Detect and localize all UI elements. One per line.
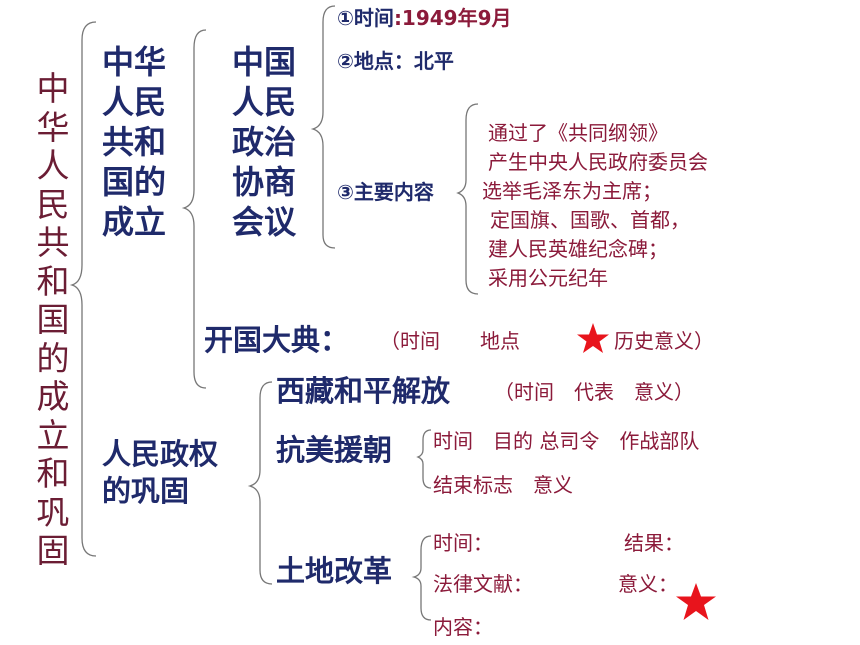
star-icon — [577, 323, 609, 353]
vertical-title-char: 固 — [36, 531, 70, 570]
vertical-title-char: 华 — [36, 107, 70, 147]
content-item-1: 通过了《共同纲领》 — [488, 121, 668, 145]
ceremony-details-left: （时间 地点 — [380, 329, 520, 353]
tibet-heading: 西藏和平解放 — [276, 374, 451, 408]
land-law: 法律文献： — [433, 572, 533, 596]
vertical-title-char: 巩 — [36, 492, 70, 532]
content-item-2: 产生中央人民政府委员会 — [488, 150, 708, 174]
vertical-title-char: 中 — [36, 69, 70, 108]
content-item-5: 建人民英雄纪念碑； — [488, 237, 668, 261]
vertical-title-char: 民 — [36, 184, 70, 224]
cppcc-time: ①时间:1949年9月 — [337, 6, 512, 30]
vertical-title-char: 国 — [36, 300, 70, 339]
cppcc-content-label: ③主要内容 — [337, 180, 434, 204]
content-item-3: 选举毛泽东为主席； — [482, 179, 662, 203]
vertical-title-char: 和 — [36, 454, 70, 493]
star-icon — [676, 583, 716, 620]
consolidation-heading: 人民政权的巩固 — [102, 437, 219, 508]
vertical-title-char: 人 — [36, 146, 70, 185]
vertical-title-char: 的 — [36, 338, 70, 378]
land-content: 内容： — [433, 615, 493, 639]
land-time: 时间： — [433, 531, 493, 555]
vertical-title: 中华人民共和国的成立和巩固 — [33, 69, 73, 571]
vertical-title-char: 立 — [36, 415, 70, 455]
ceremony-details-right: 历史意义） — [614, 329, 714, 353]
vertical-title-char: 共 — [36, 223, 70, 262]
korea-line-2: 结束标志 意义 — [433, 473, 573, 497]
tibet-details: （时间 代表 意义） — [494, 380, 694, 404]
cppcc-place: ②地点：北平 — [337, 49, 454, 73]
korea-line-1: 时间 目的 总司令 作战部队 — [433, 429, 700, 453]
content-item-6: 采用公元纪年 — [488, 266, 608, 290]
land-result: 结果： — [624, 531, 684, 555]
korea-heading: 抗美援朝 — [276, 433, 393, 467]
ceremony-heading: 开国大典： — [204, 323, 350, 357]
vertical-title-char: 成 — [36, 377, 70, 416]
vertical-title-char: 和 — [36, 261, 70, 301]
land-heading: 土地改革 — [276, 554, 393, 588]
content-item-4: 定国旗、国歌、首都， — [490, 208, 690, 232]
cppcc-heading: 中国人民政治协商会议 — [232, 43, 297, 241]
founding-heading: 中华人民共和国的成立 — [102, 43, 167, 241]
land-meaning: 意义： — [618, 572, 678, 596]
